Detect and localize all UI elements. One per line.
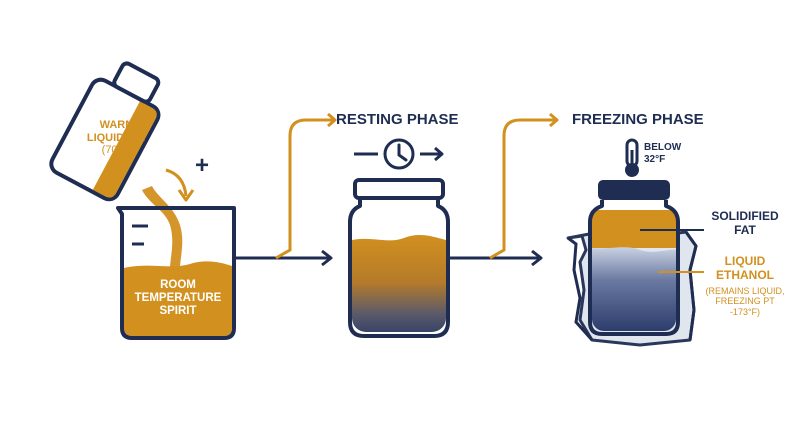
solidified-fat-label: SOLIDIFIED FAT: [700, 209, 790, 238]
resting-jar: [348, 178, 450, 338]
beaker-label-line-1: ROOM: [160, 279, 196, 291]
beaker: [116, 206, 236, 340]
bottle-label-line-2: LIQUID FAT: [86, 131, 148, 144]
liquid-note-line-3: -173°F): [729, 306, 761, 317]
liquid-ethanol-label: LIQUID ETHANOL: [700, 254, 790, 283]
pour-stream: [142, 186, 183, 280]
arrow-to-resting-title: [275, 118, 334, 260]
liquid-ethanol-line-2: ETHANOL: [716, 267, 774, 282]
temperature-label-line-2: 32°F: [644, 153, 666, 165]
beaker-label-line-2: TEMPERATURE: [134, 292, 222, 305]
bottle-pouring: [49, 61, 161, 202]
temperature-label: BELOW 32°F: [644, 142, 690, 165]
freezing-phase-title: FREEZING PHASE: [572, 111, 704, 128]
freezing-jar: [588, 180, 680, 336]
beaker-label: ROOM TEMPERATURE SPIRIT: [124, 279, 232, 319]
clock-icon: [354, 138, 444, 170]
liquid-ethanol-note: (REMAINS LIQUID, FREEZING PT -173°F): [696, 286, 794, 317]
liquid-note-line-2: FREEZING PT: [715, 296, 775, 307]
ice-front-shard: [567, 231, 698, 341]
thermometer-icon: [625, 138, 639, 177]
solidified-fat-line-1: SOLIDIFIED: [711, 209, 779, 223]
pour-arrow: [165, 168, 188, 197]
resting-phase-title: RESTING PHASE: [336, 111, 459, 128]
bottle-label-line-1: WARM: [99, 119, 135, 131]
plus-sign: +: [194, 152, 209, 179]
beaker-label-line-3: SPIRIT: [159, 305, 197, 318]
bottle-label-line-3: (70°F): [101, 144, 133, 157]
solidified-fat-line-2: FAT: [734, 222, 756, 237]
liquid-note-line-1: (REMAINS LIQUID,: [705, 286, 785, 296]
arrow-to-freezing-title: [489, 118, 556, 260]
liquid-ethanol-line-1: LIQUID: [724, 254, 766, 268]
temperature-label-line-1: BELOW: [644, 142, 682, 153]
bottle-label: WARM LIQUID FAT (70°F): [74, 119, 160, 157]
